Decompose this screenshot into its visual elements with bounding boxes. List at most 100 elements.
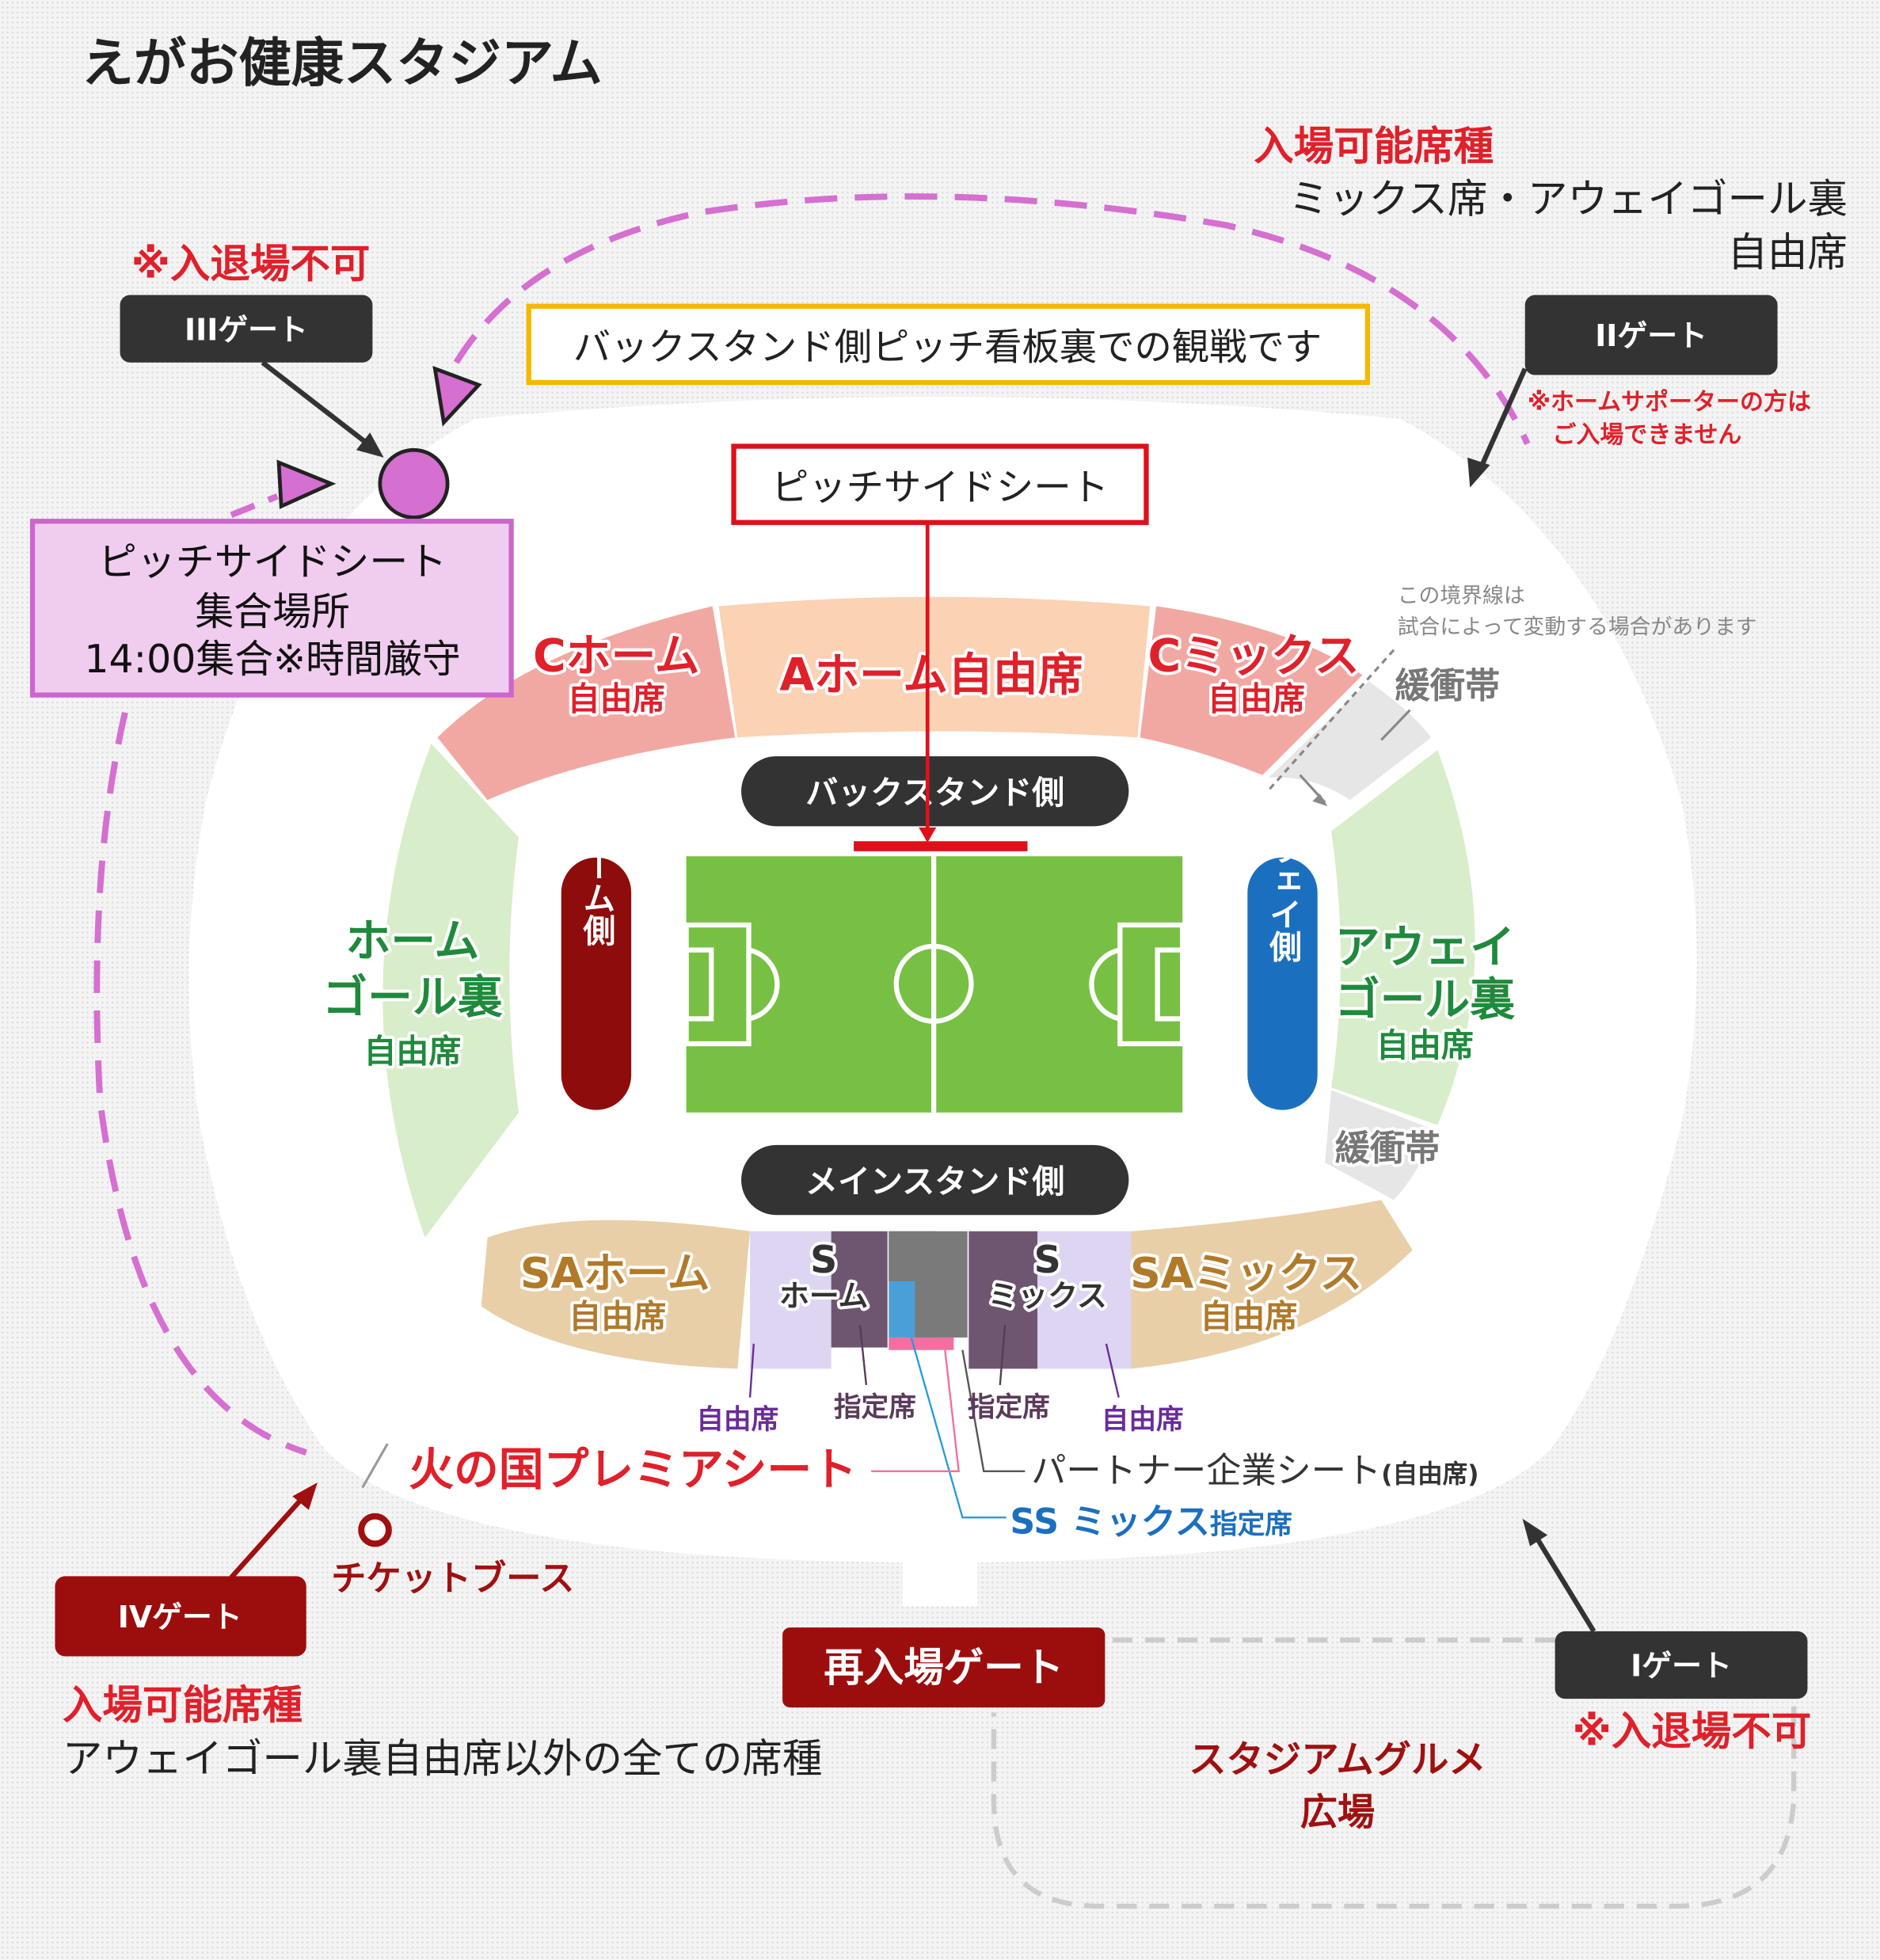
boundary-arrow-icon: [1312, 794, 1328, 807]
pitchside-label: ピッチサイドシート: [771, 466, 1109, 509]
gourmet-l1: スタジアムグルメ: [1189, 1738, 1486, 1782]
c-mix-label: Cミックス: [1148, 630, 1360, 683]
partner-seat-name: パートナー企業シート: [1031, 1451, 1381, 1491]
buffer-leader-line: [1380, 709, 1411, 741]
gate1-label: Iゲート: [1631, 1649, 1732, 1684]
seat-c-home[interactable]: [437, 606, 736, 801]
gate4-button[interactable]: [55, 1576, 306, 1657]
main-stand-label: メインスタンド側: [805, 1163, 1064, 1201]
gourmet-l2: 広場: [1300, 1791, 1376, 1835]
free-seat-label-1: 自由席: [696, 1404, 778, 1436]
sa-home-sub: 自由席: [569, 1297, 666, 1335]
seat-c-mix[interactable]: [1140, 606, 1363, 775]
yellow-note-box: [526, 303, 1370, 386]
ss-mix-label: SS ミックス指定席: [1010, 1502, 1292, 1543]
back-stand-pill: [741, 755, 1129, 827]
a-home-label: Aホーム自由席: [779, 649, 1083, 701]
gate4-desc: アウェイゴール裏自由席以外の全ての席種: [63, 1735, 823, 1782]
home-goal-l2: ゴール裏: [322, 972, 502, 1024]
route-arrow-icon: [432, 366, 482, 427]
c-mix-sub: 自由席: [1208, 680, 1305, 718]
back-stand-label: バックスタンド側: [805, 774, 1064, 812]
gourmet-plaza-area: [991, 1637, 1797, 1909]
gate2-button[interactable]: [1524, 295, 1778, 375]
seat-partner[interactable]: [915, 1231, 968, 1338]
s-mix-l2: ミックス: [988, 1278, 1107, 1313]
gate4-arrow-icon: [292, 1482, 318, 1510]
seat-a-home[interactable]: [718, 596, 1151, 738]
s-home-l2: ホーム: [779, 1278, 869, 1313]
seat-sa-mix[interactable]: [1131, 1200, 1413, 1369]
seat-s-home-reserved[interactable]: [831, 1231, 888, 1348]
seat-sa-home[interactable]: [481, 1220, 751, 1369]
gate3-label: IIIゲート: [185, 312, 308, 347]
gate2-note-2: ご入場できません: [1552, 421, 1741, 449]
entry-route-line-left: [93, 711, 307, 1456]
c-home-sub: 自由席: [568, 680, 665, 718]
pitch: [683, 856, 1185, 1113]
entry-route-line: [453, 193, 1531, 445]
ss-mix-name: SS ミックス: [1010, 1502, 1209, 1543]
boundary-note-1: この境界線は: [1398, 584, 1525, 608]
gate3-button[interactable]: [120, 295, 373, 363]
gate2-arrow-icon: [1467, 457, 1490, 488]
ticket-booth-icon: [358, 1513, 392, 1547]
partner-seat-label: パートナー企業シート(自由席): [1031, 1451, 1479, 1491]
meeting-box: [29, 519, 514, 698]
s-home-l1: S: [810, 1239, 837, 1282]
gate1-button[interactable]: [1555, 1631, 1808, 1699]
away-side-label: アウェイ側: [1263, 800, 1303, 962]
away-goal-l2: ゴール裏: [1335, 974, 1515, 1026]
c-home-label: Cホーム: [533, 630, 699, 683]
away-goal-sub: 自由席: [1376, 1026, 1474, 1064]
s-mix-l1: S: [1034, 1239, 1061, 1282]
sa-mix-sub: 自由席: [1200, 1297, 1297, 1335]
page-title: えがお健康スタジアム: [82, 32, 603, 94]
seat-away-goal[interactable]: [1331, 750, 1475, 1125]
yellow-note-text: バックスタンド側ピッチ看板裏での観戦です: [573, 326, 1322, 370]
buffer-label-bottom: 緩衝帯: [1335, 1128, 1440, 1169]
seat-s-mix-free[interactable]: [1037, 1231, 1132, 1369]
seat-home-goal[interactable]: [382, 744, 519, 1238]
gate4-arrow-line: [229, 1492, 309, 1580]
partner-seat-sub: (自由席): [1381, 1460, 1479, 1489]
pitchside-arrow-icon: [919, 827, 937, 843]
boundary-note-2: 試合によって変動する場合があります: [1398, 615, 1757, 639]
reserved-seat-label-2: 指定席: [968, 1391, 1050, 1423]
away-side-pill: [1247, 857, 1318, 1110]
premier-seat-label: 火の国プレミアシート: [409, 1444, 857, 1496]
gate1-arrow-line: [1532, 1533, 1596, 1633]
top-right-line2: 自由席: [1727, 229, 1847, 276]
gate4-heading: 入場可能席種: [63, 1681, 303, 1728]
reentry-gate-label: 再入場ゲート: [824, 1644, 1064, 1691]
home-side-label: ホーム側: [577, 816, 617, 946]
buffer-label-top: 緩衝帯: [1395, 666, 1501, 706]
seat-s-home-free[interactable]: [750, 1231, 832, 1369]
sa-home-label: SAホーム: [520, 1248, 710, 1298]
ss-mix-sub: 指定席: [1210, 1509, 1292, 1541]
sa-mix-label: SAミックス: [1130, 1248, 1362, 1298]
home-goal-l1: ホーム: [346, 915, 480, 968]
home-side-pill: [561, 857, 632, 1110]
boundary-line: [1267, 649, 1395, 791]
gate2-label: IIゲート: [1595, 318, 1707, 353]
reentry-gate-button[interactable]: [782, 1627, 1106, 1708]
entry-route-line-short: [230, 493, 279, 518]
gate2-arrow-line: [1476, 367, 1528, 474]
seat-premier[interactable]: [889, 1337, 954, 1350]
meeting-line-3: 14:00集合※時間厳守: [84, 637, 461, 682]
meeting-line-1: ピッチサイドシート: [98, 539, 447, 584]
reserved-seat-label-1: 指定席: [834, 1391, 916, 1423]
meeting-point-marker: [378, 447, 450, 519]
gate4-label: IVゲート: [118, 1600, 242, 1635]
gate3-arrow-line: [261, 360, 375, 450]
buffer-zone-bottom: [1325, 1090, 1438, 1201]
premier-leader-line: [361, 1443, 389, 1489]
top-right-heading: 入場可能席種: [1254, 123, 1494, 169]
free-seat-label-2: 自由席: [1102, 1404, 1184, 1436]
ticket-booth-label: チケットブース: [331, 1558, 574, 1599]
gate1-arrow-icon: [1522, 1518, 1548, 1547]
away-goal-l1: アウェイ: [1335, 921, 1515, 973]
buffer-zone-top: [1269, 681, 1432, 801]
